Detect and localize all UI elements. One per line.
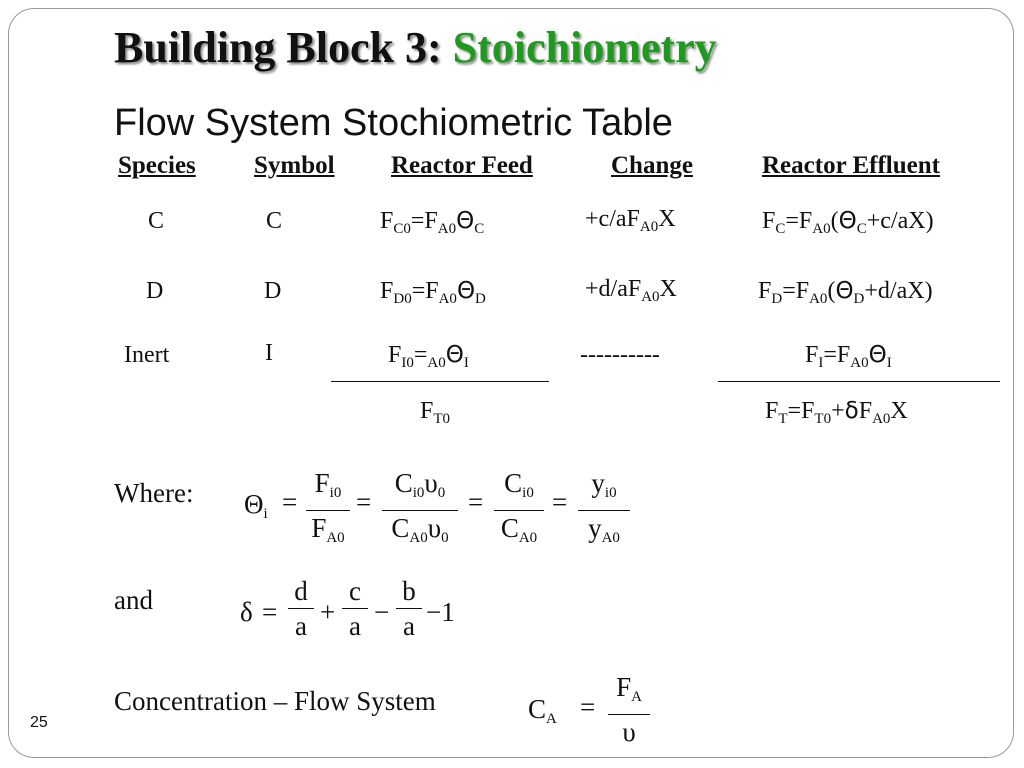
title-prefix: Building Block 3: <box>114 23 442 72</box>
row-c-species: C <box>148 208 165 234</box>
row-d-feed: FD0=FA0ΘD <box>380 278 486 307</box>
equals-sign: = <box>356 487 372 517</box>
header-change: Change <box>611 152 693 179</box>
row-d-effluent: FD=FA0(ΘD+d/aX) <box>758 278 933 307</box>
equals-sign: = <box>282 487 298 517</box>
page-number: 25 <box>30 714 48 731</box>
header-reactor-effluent: Reactor Effluent <box>762 152 940 179</box>
header-species: Species <box>118 152 196 179</box>
header-symbol: Symbol <box>254 152 335 179</box>
header-reactor-feed: Reactor Feed <box>391 152 533 179</box>
row-c-change: +c/aFA0X <box>585 206 676 235</box>
row-d-change: +d/aFA0X <box>585 276 677 305</box>
feed-total-rule <box>331 381 549 382</box>
slide-frame <box>8 8 1014 758</box>
delta-symbol: δ <box>240 597 253 627</box>
row-d-species: D <box>146 278 164 304</box>
row-d-symbol: D <box>264 278 282 304</box>
minus-sign: − <box>374 597 390 627</box>
row-c-symbol: C <box>266 208 283 234</box>
title-accent: Stoichiometry <box>452 23 717 72</box>
effluent-total: FT=FT0+δFA0X <box>765 398 908 427</box>
equals-sign: = <box>552 487 568 517</box>
and-label: and <box>114 585 153 615</box>
theta-i-symbol: Θi <box>244 489 268 522</box>
concentration-label: Concentration – Flow System <box>114 686 436 716</box>
row-c-feed: FC0=FA0ΘC <box>380 208 485 237</box>
ca-symbol: CA <box>528 694 557 727</box>
row-inert-species: Inert <box>124 342 170 368</box>
row-inert-feed: FI0=A0ΘI <box>388 342 469 371</box>
row-inert-symbol: I <box>265 340 273 366</box>
equals-sign: = <box>468 487 484 517</box>
minus-one: −1 <box>426 597 455 627</box>
effluent-total-rule <box>718 381 1000 382</box>
equals-sign: = <box>580 692 596 722</box>
plus-sign: + <box>320 597 336 627</box>
where-label: Where: <box>114 478 194 508</box>
row-inert-effluent: FI=FA0ΘI <box>805 342 892 371</box>
slide-title: Building Block 3: Stoichiometry <box>114 22 717 73</box>
row-inert-change: ---------- <box>580 342 660 368</box>
feed-total: FT0 <box>420 398 451 427</box>
slide-subtitle: Flow System Stochiometric Table <box>114 102 673 144</box>
row-c-effluent: FC=FA0(ΘC+c/aX) <box>762 208 934 237</box>
equals-sign: = <box>262 597 278 627</box>
